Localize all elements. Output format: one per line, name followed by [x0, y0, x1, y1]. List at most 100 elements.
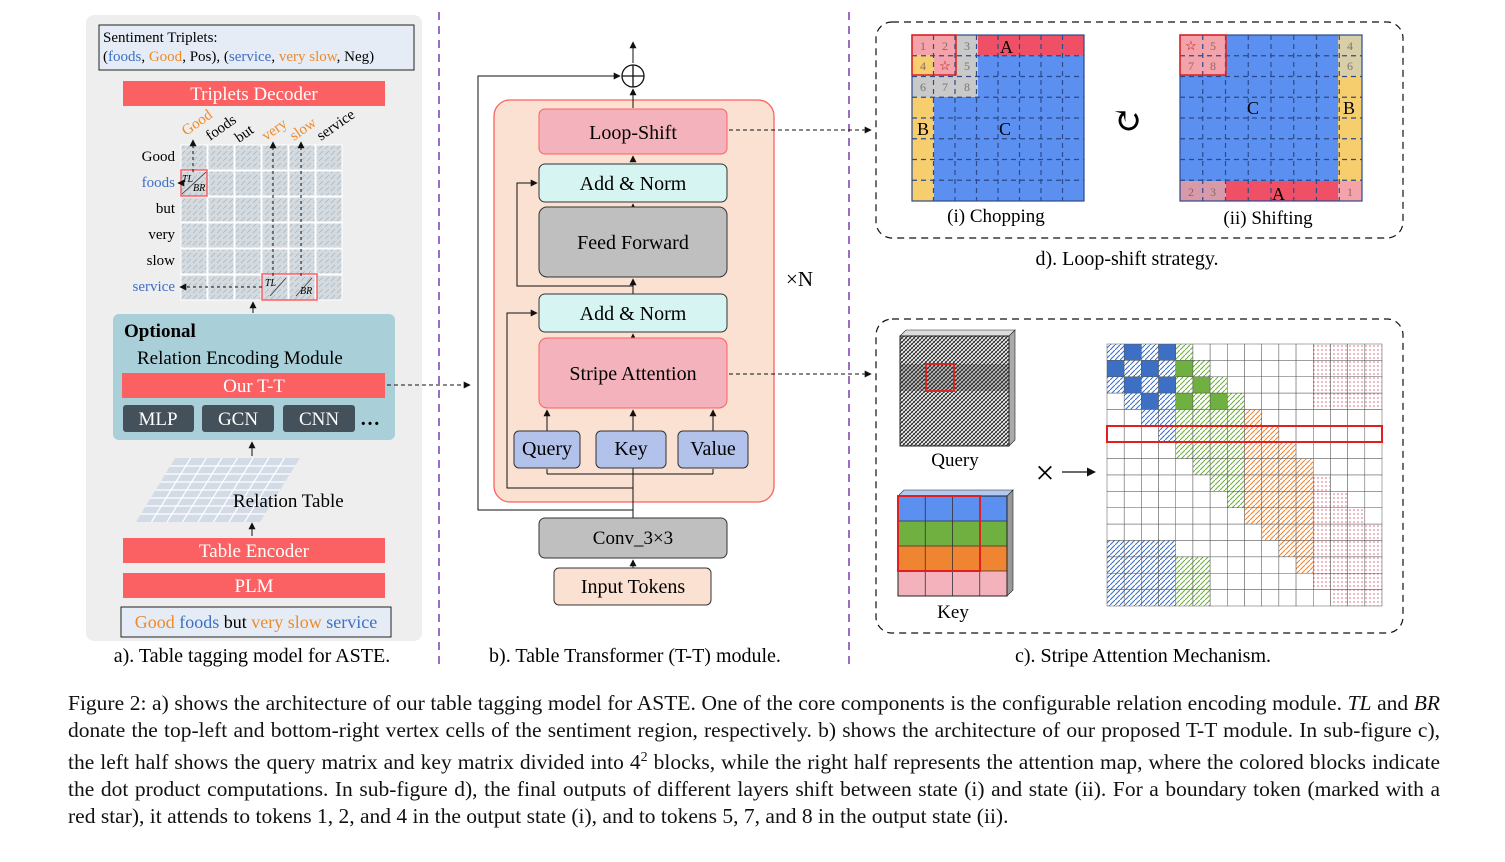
row-word-foods: foods	[142, 175, 175, 191]
chop-label-a: A	[1000, 37, 1013, 57]
attention-cell	[1278, 491, 1297, 508]
attention-cell	[1364, 409, 1383, 427]
attention-cell	[1209, 556, 1228, 574]
attention-cell	[1244, 360, 1262, 377]
attention-cell	[1330, 474, 1348, 492]
attention-cell	[1347, 540, 1366, 558]
chop-num-3: 3	[964, 39, 970, 53]
attention-cell	[1192, 540, 1211, 558]
chop-red-outline	[911, 34, 957, 76]
grid-cell	[261, 196, 289, 223]
attention-cell	[1158, 491, 1176, 508]
add-norm-label-1: Add & Norm	[580, 173, 687, 195]
attention-cell	[1261, 392, 1280, 410]
attention-map	[1106, 343, 1383, 607]
attention-cell	[1175, 442, 1194, 459]
chop-num-4: 4	[920, 59, 926, 73]
panel-a: Sentiment Triplets: (foods, Good, Pos), …	[86, 15, 422, 667]
input-sentence-box	[120, 606, 392, 638]
attention-cell	[1330, 589, 1348, 607]
attention-cell	[1158, 458, 1176, 476]
attention-cell	[1192, 556, 1211, 574]
attention-cell	[1227, 523, 1245, 541]
attention-cell	[1295, 409, 1314, 427]
attention-cell	[1364, 573, 1383, 590]
attention-cell	[1175, 556, 1194, 574]
plm-label: PLM	[234, 576, 273, 597]
attention-cell	[1244, 507, 1262, 525]
stripe-attention-box	[538, 337, 728, 409]
attention-cell	[1227, 425, 1245, 443]
grid-cell	[315, 144, 343, 171]
br-label-2: BR	[300, 286, 312, 297]
attention-cell	[1261, 523, 1280, 541]
attention-cell	[1106, 589, 1125, 607]
chop-star: ☆	[939, 58, 951, 73]
attention-cell	[1313, 474, 1331, 492]
key-box-b	[595, 430, 667, 469]
attention-cell	[1313, 523, 1331, 541]
attention-cell	[1192, 376, 1211, 394]
shift-num-5: 5	[1210, 39, 1216, 53]
rem-title: Relation Encoding Module	[137, 348, 343, 369]
attention-cell	[1295, 458, 1314, 476]
attention-cell	[1278, 409, 1297, 427]
residual-attn	[506, 309, 633, 489]
attention-cell	[1313, 343, 1331, 361]
attention-cell	[1227, 409, 1245, 427]
attention-cell	[1313, 507, 1331, 525]
attention-cell	[1123, 458, 1142, 476]
panel-b-caption: b). Table Transformer (T-T) module.	[489, 645, 781, 667]
attention-cell	[1106, 491, 1125, 508]
optional-label: Optional	[124, 321, 196, 342]
tl-label-2: TL	[265, 278, 277, 289]
loop-shift-icon: ↻	[1112, 101, 1142, 141]
our-tt-box	[122, 373, 385, 398]
attention-cell	[1295, 392, 1314, 410]
attention-cell	[1278, 376, 1297, 394]
grid-cell	[207, 144, 235, 171]
attention-cell	[1158, 589, 1176, 607]
shift-region-a	[1226, 181, 1338, 201]
grid-border	[1179, 34, 1363, 202]
attention-cell	[1123, 589, 1142, 607]
attention-cell	[1158, 360, 1176, 377]
attention-cell	[1106, 507, 1125, 525]
attention-cell	[1227, 360, 1245, 377]
grid-cell	[288, 170, 316, 197]
attention-cell	[1244, 425, 1262, 443]
value-box-b	[677, 430, 749, 469]
panel-c: Query Key × c). Stripe Attention Mechani…	[875, 318, 1404, 667]
attention-cell	[1313, 573, 1331, 590]
shift-num-8: 8	[1210, 59, 1216, 73]
attention-cell	[1123, 491, 1142, 508]
mlp-box	[123, 405, 194, 432]
attention-cell	[1278, 474, 1297, 492]
attention-cell	[1313, 556, 1331, 574]
attention-cell	[1141, 573, 1159, 590]
attention-cell	[1295, 425, 1314, 443]
attention-cell	[1175, 360, 1194, 377]
attention-cell	[1158, 442, 1176, 459]
chop-num-1: 1	[920, 39, 926, 53]
attention-cell	[1364, 360, 1383, 377]
attention-cell	[1330, 425, 1348, 443]
attention-cell	[1227, 458, 1245, 476]
chop-num-5: 5	[964, 59, 970, 73]
attention-cell	[1278, 442, 1297, 459]
row-word-very: very	[148, 227, 175, 243]
query-red-highlight	[925, 363, 955, 392]
attention-cell	[1106, 523, 1125, 541]
more-ellipsis: …	[360, 408, 380, 430]
attention-cell	[1209, 425, 1228, 443]
feed-forward-box	[538, 206, 728, 278]
attention-cell	[1261, 474, 1280, 492]
attention-cell	[1123, 556, 1142, 574]
attention-cell	[1209, 589, 1228, 607]
attention-cell	[1244, 343, 1262, 361]
attention-cell	[1313, 425, 1331, 443]
attention-cell	[1261, 458, 1280, 476]
attention-cell	[1192, 343, 1211, 361]
chop-num-6: 6	[920, 80, 926, 94]
attention-cell	[1347, 376, 1366, 394]
